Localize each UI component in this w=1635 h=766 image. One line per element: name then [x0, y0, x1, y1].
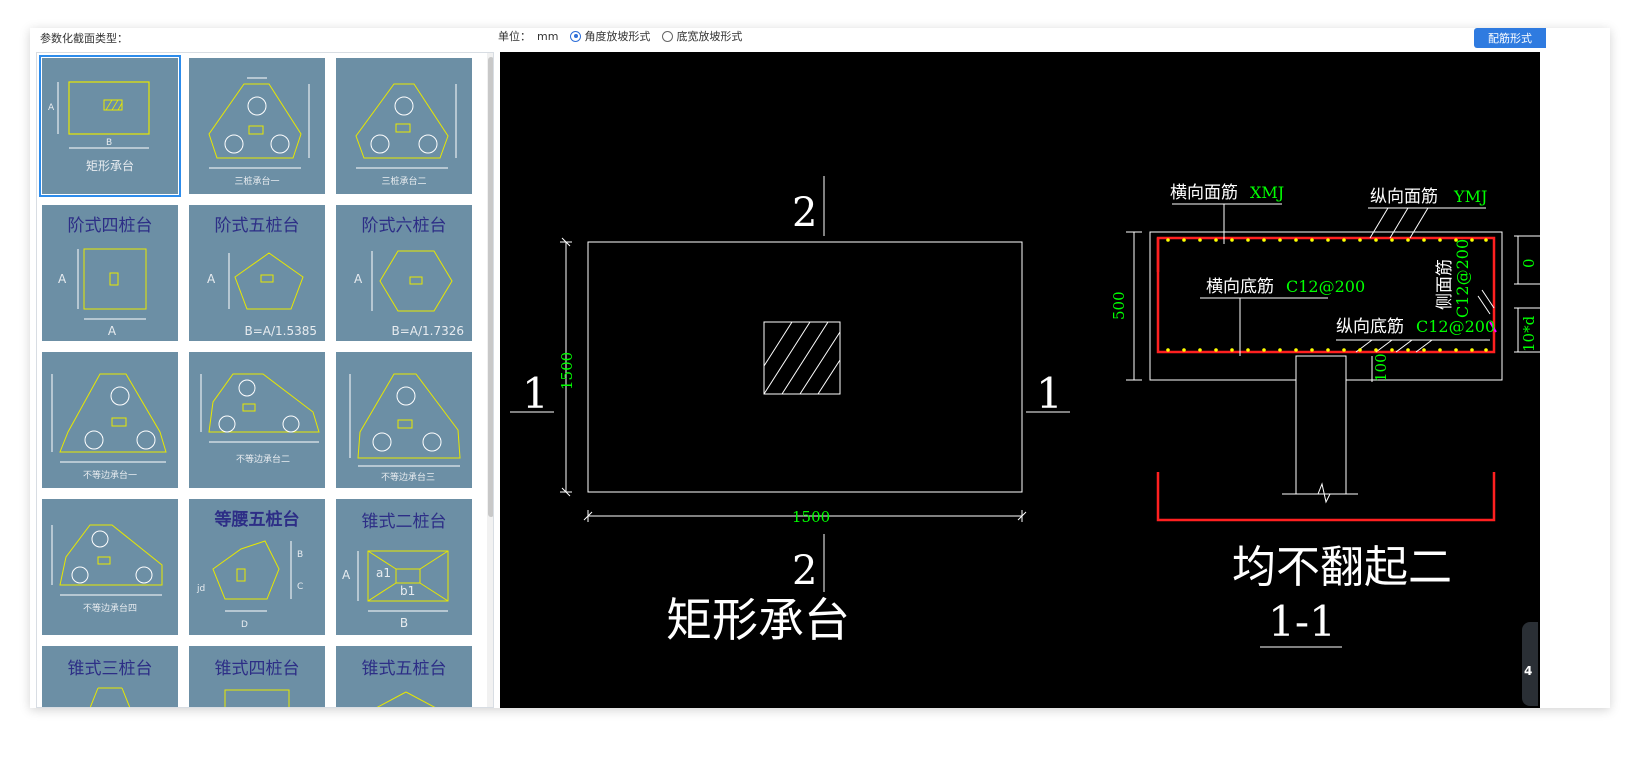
tile-step-five-label-a: A [207, 272, 216, 286]
tile-isosceles-five-label-b: B [297, 550, 303, 560]
label-top-transverse: 横向面筋 [1170, 183, 1238, 203]
gallery-scrollbar[interactable] [487, 53, 493, 707]
dim-right-bottom: 10*d [1520, 315, 1538, 352]
section-type-label: 参数化截面类型： [40, 32, 128, 45]
label-top-longitudinal: 纵向面筋 [1370, 187, 1438, 207]
tile-unequal-2-caption: 不等边承台二 [236, 453, 290, 465]
section-title: 均不翻起二 [1232, 542, 1452, 593]
label-side-rebar: 侧面筋 [1435, 259, 1455, 310]
tile-three-pile-1[interactable]: 三桩承台一 [189, 58, 325, 194]
tile-rect-cap[interactable]: A B 矩形承台 [39, 55, 181, 197]
top-toolbar: 参数化截面类型： 单位： mm 角度放坡形式 底宽放坡形式 配筋形式 [30, 28, 1610, 54]
tile-rect-caption: 矩形承台 [86, 158, 134, 173]
tile-step-five-caption: 阶式五桩台 [215, 216, 300, 236]
unit-value: mm [537, 29, 559, 43]
plan-view [510, 176, 1070, 592]
code-top-longitudinal: YMJ [1453, 187, 1487, 206]
tile-unequal-4[interactable]: 不等边承台四 [42, 499, 178, 635]
tile-step-six-formula: B=A/1.7326 [391, 324, 464, 338]
gallery-scroll-thumb[interactable] [488, 57, 493, 517]
tile-cone-three-caption: 锥式三桩台 [68, 659, 153, 679]
section-type-gallery: A B 矩形承台 三桩承台一 [36, 52, 494, 708]
tile-cone-three-pile[interactable]: 锥式三桩台 [42, 646, 178, 707]
tile-step-four-pile[interactable]: 阶式四桩台 A A [42, 205, 178, 341]
plan-section-mark-left: 1 [522, 369, 549, 418]
tile-cone-five-caption: 锥式五桩台 [362, 659, 447, 679]
tile-step-five-formula: B=A/1.5385 [244, 324, 317, 338]
radio-width-indicator[interactable] [662, 30, 674, 42]
tile-step-six-caption: 阶式六桩台 [362, 216, 447, 236]
tile-isosceles-five[interactable]: 等腰五桩台 B C D jd [189, 499, 325, 635]
tile-cone-five-pile[interactable]: 锥式五桩台 [336, 646, 472, 707]
tile-step-four-caption: 阶式四桩台 [68, 216, 153, 236]
plan-dim-height: 1500 [558, 352, 576, 390]
tile-rect-label-b: B [106, 138, 112, 148]
plan-title: 矩形承台 [666, 593, 850, 647]
tile-unequal-3[interactable]: 不等边承台三 [336, 352, 472, 488]
section-view [1126, 203, 1540, 648]
radio-angle-slope[interactable]: 角度放坡形式 [570, 28, 650, 44]
tile-rect-label-a: A [48, 103, 55, 113]
radio-width-label: 底宽放坡形式 [676, 30, 743, 43]
tile-three-pile-2-caption: 三桩承台二 [381, 175, 426, 187]
tile-cone-two-caption: 锥式二桩台 [362, 512, 447, 532]
tile-unequal-2[interactable]: 不等边承台二 [189, 352, 325, 488]
plan-section-mark-top: 2 [792, 190, 817, 236]
label-bottom-longitudinal: 纵向底筋 [1336, 317, 1404, 337]
tile-isosceles-five-caption: 等腰五桩台 [215, 509, 300, 530]
floating-badge[interactable] [1522, 622, 1538, 706]
tile-cone-four-caption: 锥式四桩台 [215, 659, 300, 679]
tile-step-four-label-a: A [58, 272, 67, 286]
tile-step-six-label-a: A [354, 272, 363, 286]
tile-step-four-label-a2: A [108, 324, 117, 338]
dim-right-top: 0 [1520, 258, 1538, 268]
tile-cone-two-label-a: A [342, 568, 351, 582]
tile-cone-two-pile[interactable]: 锥式二桩台 A a1 b1 B [336, 499, 472, 635]
dim-section-cover: 100 [1372, 353, 1390, 382]
code-bottom-longitudinal: C12@200 [1416, 317, 1495, 336]
tile-cone-two-label-a1: a1 [376, 566, 391, 580]
plan-section-mark-bottom: 2 [792, 548, 817, 594]
tile-isosceles-five-label-jd: jd [196, 584, 205, 594]
code-top-transverse: XMJ [1250, 183, 1284, 202]
radio-width-slope[interactable]: 底宽放坡形式 [662, 28, 742, 44]
radio-angle-label: 角度放坡形式 [584, 30, 651, 43]
section-subtitle: 1-1 [1268, 597, 1336, 646]
radio-angle-indicator[interactable] [570, 30, 582, 42]
tile-unequal-4-caption: 不等边承台四 [83, 602, 137, 614]
unit-label: 单位： [498, 30, 531, 43]
rebar-dots-top [1166, 238, 1488, 242]
tile-cone-four-pile[interactable]: 锥式四桩台 [189, 646, 325, 707]
dim-section-depth: 500 [1110, 291, 1128, 320]
cad-preview-canvas[interactable]: 2 2 1 1 1500 1500 矩形承台 [500, 52, 1540, 708]
plan-dim-width: 1500 [792, 508, 830, 526]
tile-cone-two-label-b1: b1 [400, 584, 415, 598]
tile-step-five-pile[interactable]: 阶式五桩台 A B=A/1.5385 [189, 205, 325, 341]
section-dialog: 参数化截面类型： 单位： mm 角度放坡形式 底宽放坡形式 配筋形式 [30, 28, 1610, 708]
floating-badge-count: 4 [1524, 664, 1533, 678]
rebar-dots-bottom [1166, 348, 1488, 352]
code-bottom-transverse: C12@200 [1286, 277, 1365, 296]
tile-isosceles-five-label-d: D [241, 620, 248, 630]
tile-isosceles-five-label-c: C [297, 582, 303, 592]
tile-cone-two-label-b: B [400, 616, 408, 630]
tile-unequal-3-caption: 不等边承台三 [381, 471, 435, 483]
rebar-form-button[interactable]: 配筋形式 [1474, 28, 1546, 48]
tile-unequal-1-caption: 不等边承台一 [83, 469, 137, 481]
plan-section-mark-right: 1 [1036, 369, 1063, 418]
label-bottom-transverse: 横向底筋 [1206, 277, 1274, 297]
tile-unequal-1[interactable]: 不等边承台一 [42, 352, 178, 488]
tile-three-pile-1-caption: 三桩承台一 [234, 175, 279, 187]
tile-three-pile-2[interactable]: 三桩承台二 [336, 58, 472, 194]
code-side-rebar: C12@200 [1453, 239, 1472, 318]
tile-step-six-pile[interactable]: 阶式六桩台 A B=A/1.7326 [336, 205, 472, 341]
unit-group: 单位： mm 角度放坡形式 底宽放坡形式 [498, 28, 742, 44]
